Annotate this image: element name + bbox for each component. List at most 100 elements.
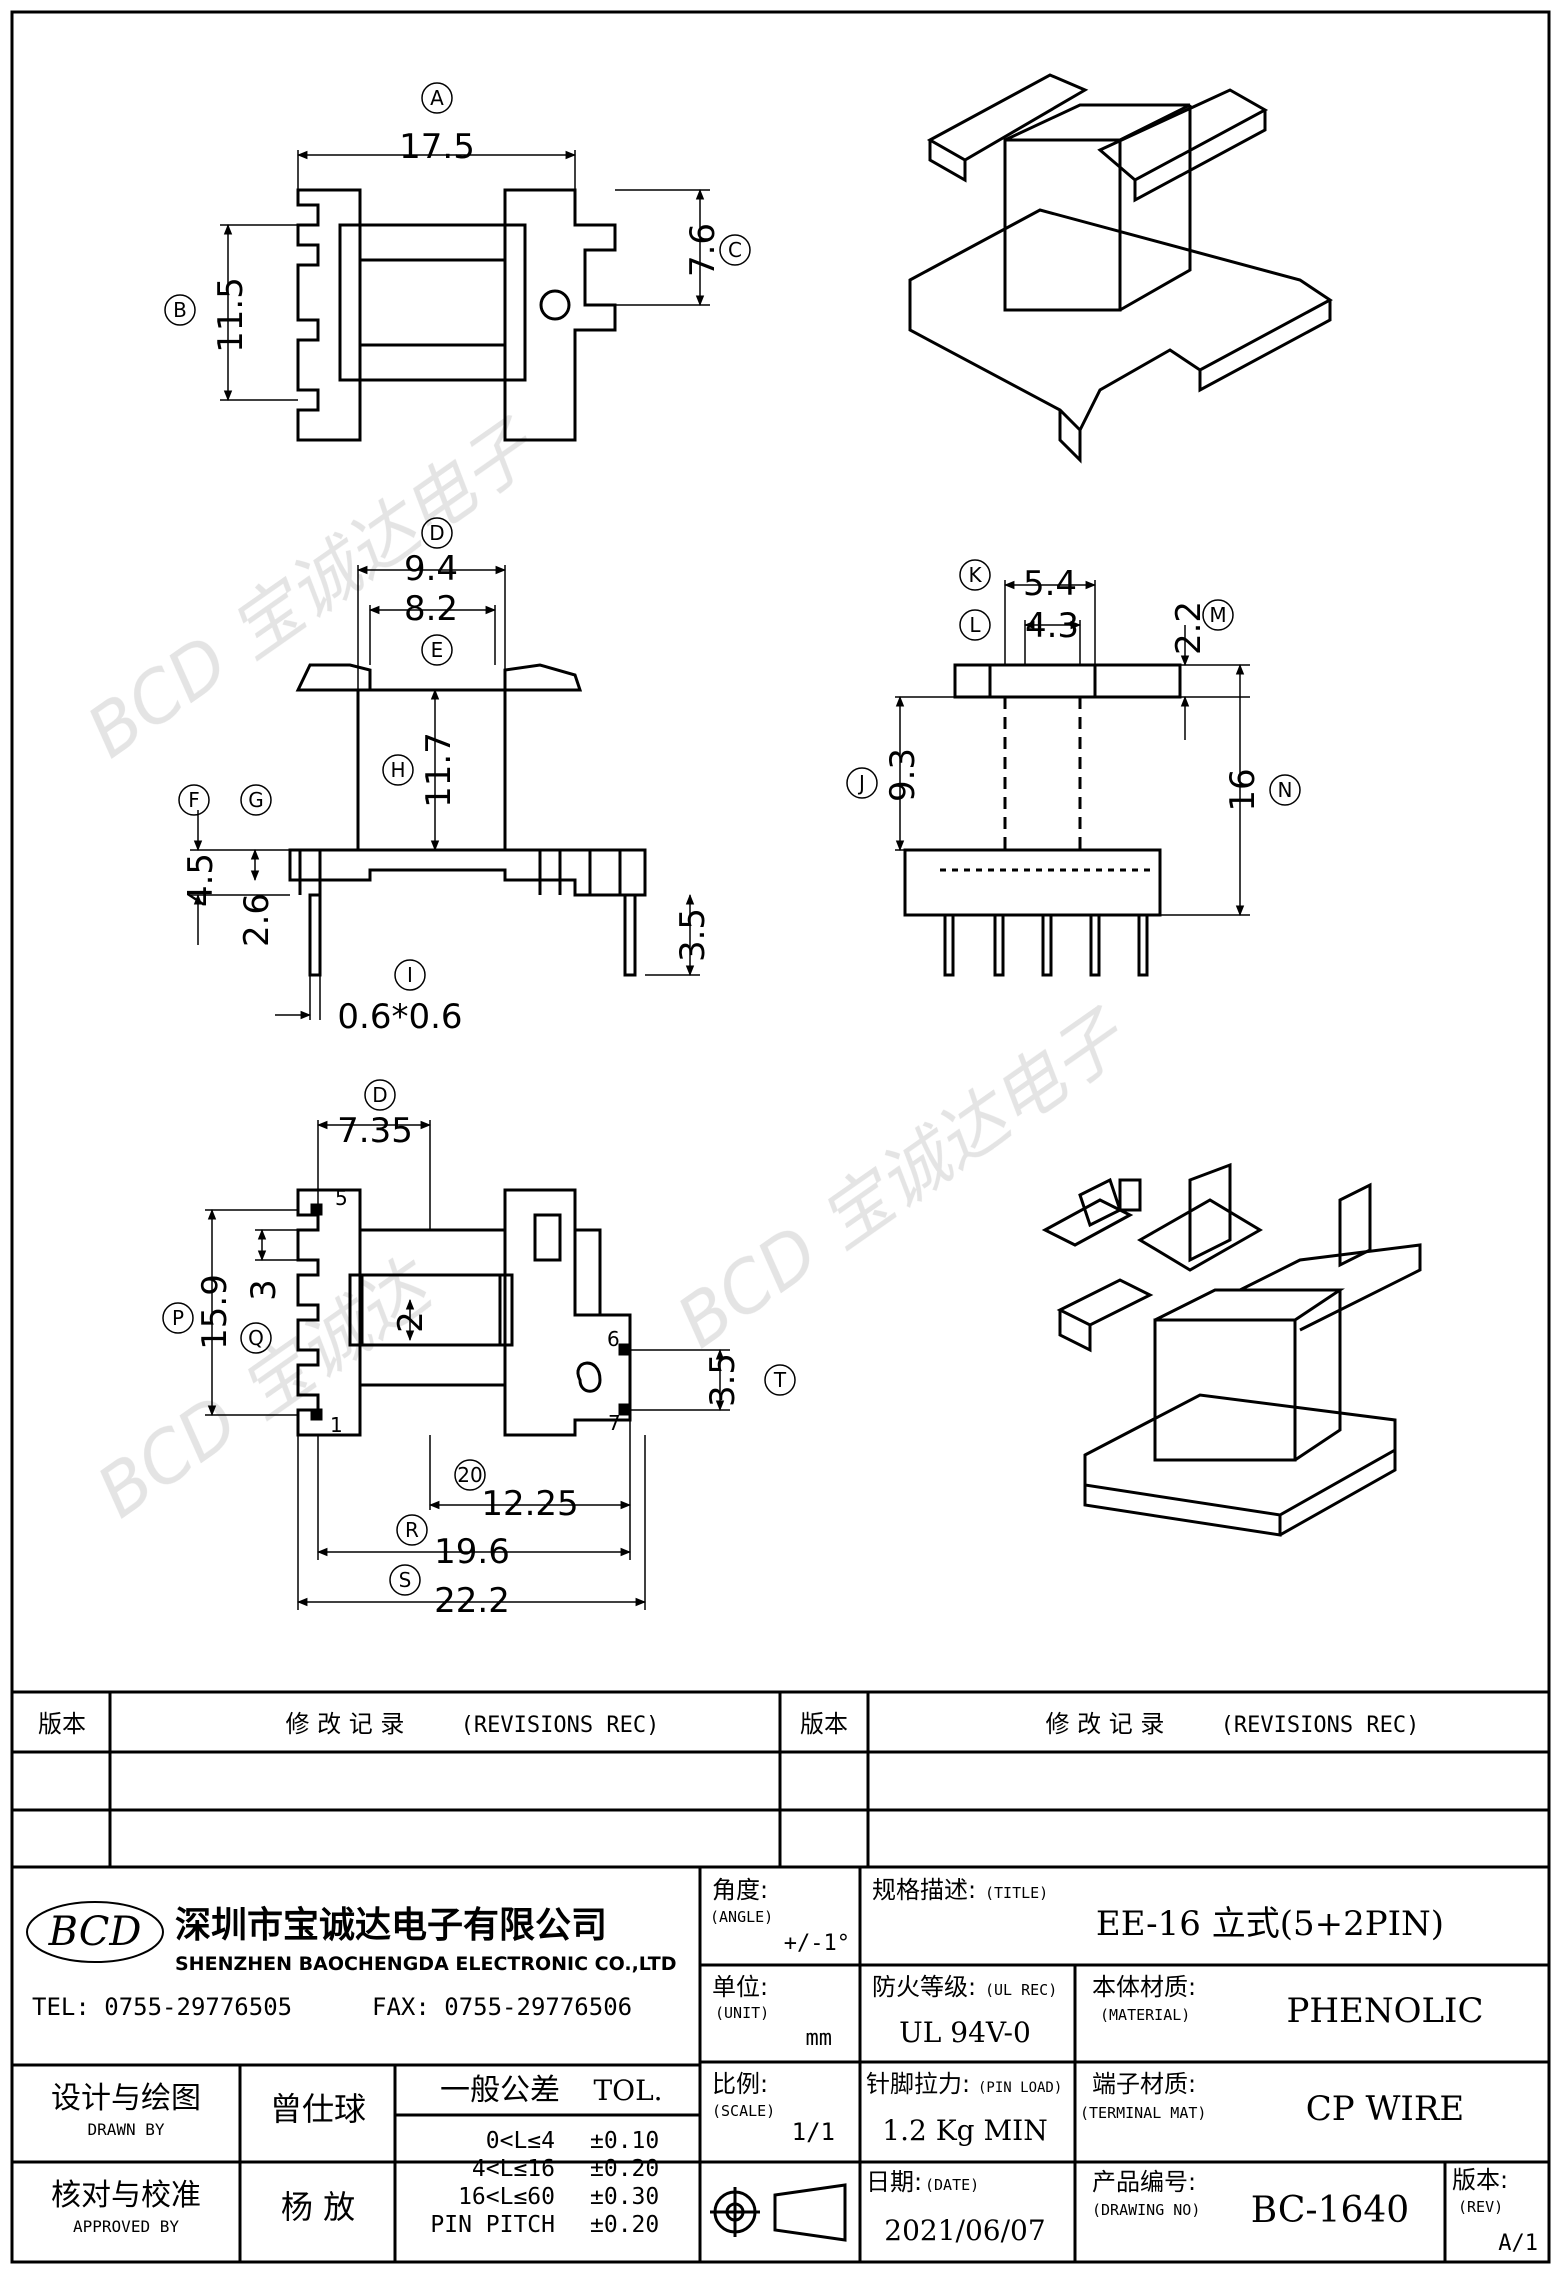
tag-P: P — [172, 1306, 184, 1330]
title-label: 规格描述: — [872, 1876, 976, 1904]
dim-E-value: 8.2 — [404, 589, 458, 629]
company-name-en: SHENZHEN BAOCHENGDA ELECTRONIC CO.,LTD — [175, 1953, 676, 1975]
designer-name: 曾仕球 — [270, 2090, 366, 2128]
revision-header-right: 版本 — [800, 1710, 848, 1738]
terminal-label: 端子材质: — [1092, 2070, 1196, 2098]
approver-label: 核对与校准 — [51, 2178, 201, 2213]
tag-S: S — [399, 1568, 412, 1592]
side-view-dims — [846, 559, 1301, 917]
side-view — [903, 663, 1182, 977]
date-label: 日期: — [866, 2168, 922, 2196]
dim-C-value: 7.6 — [683, 223, 723, 277]
pin-5-label: 5 — [335, 1186, 348, 1210]
tolerance-range-4: PIN PITCH — [430, 2212, 555, 2238]
tag-B: B — [173, 298, 187, 322]
svg-text:BCD 宝诚达电子: BCD 宝诚达电子 — [73, 404, 552, 773]
tag-J: J — [857, 771, 865, 795]
dim-D-value: 9.4 — [404, 549, 458, 589]
dim-A-value: 17.5 — [399, 127, 475, 167]
tag-A: A — [430, 86, 444, 110]
dim-I-value: 0.6*0.6 — [337, 997, 462, 1037]
material-label: 本体材质: — [1092, 1973, 1196, 2001]
rev-label: 版本: — [1452, 2166, 1508, 2194]
dim-M-value: 2.2 — [1169, 601, 1209, 655]
tag-20: 20 — [457, 1463, 482, 1487]
isometric-view-bottom — [1041, 1162, 1422, 1537]
tag-D2: D — [372, 1083, 387, 1107]
company-tel: TEL: 0755-29776505 — [32, 1993, 292, 2021]
tolerance-table: 0<L≤4 ±0.10 4<L≤16 ±0.20 16<L≤60 ±0.30 P… — [430, 2128, 659, 2238]
dim-F-value: 4.5 — [181, 853, 221, 907]
top-view-dims — [164, 82, 751, 402]
tag-D: D — [429, 521, 444, 545]
dim-core-width: 2 — [391, 1311, 431, 1333]
tag-F: F — [188, 788, 200, 812]
unit-label-en: (UNIT) — [715, 2004, 769, 2022]
dim-G-value: 2.6 — [237, 893, 277, 947]
company-name-cn: 深圳市宝诚达电子有限公司 — [175, 1905, 607, 1946]
scale-label: 比例: — [712, 2070, 768, 2098]
tag-R: R — [405, 1518, 419, 1542]
tag-I: I — [407, 963, 413, 987]
dim-Q-value: 3 — [244, 1279, 284, 1301]
pin-6-label: 6 — [607, 1327, 620, 1351]
dim-L-value: 4.3 — [1025, 606, 1079, 646]
tolerance-label-en: TOL. — [593, 2074, 662, 2107]
revision-title-left: 修 改 记 录 — [286, 1710, 405, 1738]
terminal-label-en: (TERMINAL MAT) — [1080, 2104, 1206, 2122]
ul-label-en: (UL REC) — [985, 1981, 1057, 1999]
scale-label-en: (SCALE) — [712, 2102, 775, 2120]
angle-label: 角度: — [712, 1876, 768, 1904]
tag-L: L — [969, 613, 981, 637]
tag-M: M — [1209, 603, 1226, 627]
pin-7-label: 7 — [608, 1411, 621, 1435]
approver-name: 杨 放 — [281, 2188, 355, 2226]
tolerance-range-2: 4<L≤16 — [472, 2156, 555, 2182]
dim-P-value: 15.9 — [195, 1274, 235, 1350]
projection-symbol-icon — [710, 2183, 847, 2242]
dim-20-value: 12.25 — [481, 1484, 578, 1524]
logo-text: BCD — [48, 1909, 142, 1955]
title-block-grid — [12, 1690, 1549, 2262]
tag-E: E — [431, 638, 444, 662]
tolerance-label: 一般公差 — [440, 2073, 560, 2108]
front-view — [288, 663, 647, 977]
terminal-value: CP WIRE — [1306, 2089, 1465, 2129]
unit-label: 单位: — [712, 1973, 768, 2001]
scale-value: 1/1 — [792, 2118, 835, 2146]
angle-value: +/-1° — [784, 1931, 850, 1956]
isometric-view-top — [908, 73, 1333, 464]
dim-pin-length: 3.5 — [673, 908, 713, 962]
pin-1-label: 1 — [330, 1413, 343, 1437]
material-value: PHENOLIC — [1287, 1991, 1484, 2031]
tag-C: C — [728, 238, 742, 262]
revision-title-left-en: (REVISIONS REC) — [461, 1713, 660, 1738]
tolerance-range-1: 0<L≤4 — [486, 2128, 555, 2154]
front-view-dims — [178, 517, 700, 1020]
tag-T: T — [773, 1368, 787, 1392]
dim-S-value: 22.2 — [434, 1581, 510, 1621]
dim-D2-value: 7.35 — [337, 1111, 413, 1151]
pinload-label-en: (PIN LOAD) — [978, 2080, 1062, 2096]
rev-value: A/1 — [1498, 2231, 1538, 2256]
approver-label-en: APPROVED BY — [73, 2217, 179, 2236]
drawing-no-label-en: (DRAWING NO) — [1092, 2201, 1200, 2219]
drawing-no-value: BC-1640 — [1251, 2190, 1409, 2231]
dim-B-value: 11.5 — [211, 277, 251, 353]
company-fax: FAX: 0755-29776506 — [372, 1993, 632, 2021]
designer-label: 设计与绘图 — [51, 2081, 201, 2116]
unit-value: mm — [806, 2026, 833, 2051]
ul-label: 防火等级: — [872, 1973, 976, 2001]
tolerance-value-4: ±0.20 — [590, 2212, 659, 2238]
date-label-en: (DATE) — [925, 2176, 979, 2194]
tolerance-value-3: ±0.30 — [590, 2184, 659, 2210]
dim-K-value: 5.4 — [1023, 564, 1077, 604]
pinload-value: 1.2 Kg MIN — [882, 2114, 1047, 2147]
tolerance-value-1: ±0.10 — [590, 2128, 659, 2154]
rev-label-en: (REV) — [1458, 2198, 1503, 2216]
revision-title-right-en: (REVISIONS REC) — [1221, 1713, 1420, 1738]
tolerance-range-3: 16<L≤60 — [458, 2184, 555, 2210]
dim-T-value: 3.5 — [703, 1353, 743, 1407]
pinload-label: 针脚拉力: — [866, 2070, 970, 2098]
